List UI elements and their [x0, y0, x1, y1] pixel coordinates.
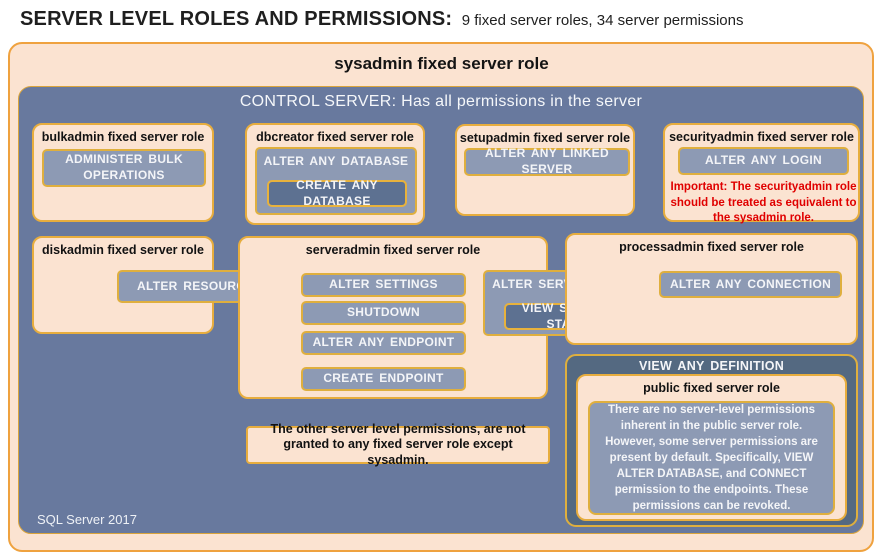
permission-alter-any-database-group: ALTER ANY DATABASE CREATE ANY DATABASE — [255, 147, 417, 215]
view-any-definition-box: VIEW ANY DEFINITION public fixed server … — [565, 354, 858, 527]
permission-alter-any-endpoint: ALTER ANY ENDPOINT — [301, 331, 466, 355]
processadmin-role-title: processadmin fixed server role — [619, 240, 804, 254]
permission-alter-any-database: ALTER ANY DATABASE — [263, 154, 409, 168]
diskadmin-role-title: diskadmin fixed server role — [42, 243, 204, 257]
serveradmin-role-title: serveradmin fixed server role — [305, 243, 481, 257]
permission-create-endpoint: CREATE ENDPOINT — [301, 367, 466, 391]
public-role-title: public fixed server role — [643, 381, 780, 395]
page-title-sub: 9 fixed server roles, 34 server permissi… — [461, 12, 744, 29]
page-title-main: SERVER LEVEL ROLES AND PERMISSIONS: — [20, 8, 453, 30]
setupadmin-role-box: setupadmin fixed server role ALTER ANY L… — [455, 124, 635, 216]
permission-administer-bulk-operations: ADMINISTER BULK OPERATIONS — [42, 149, 206, 187]
bulkadmin-role-box: bulkadmin fixed server role ADMINISTER B… — [32, 123, 214, 222]
permission-alter-any-login: ALTER ANY LOGIN — [678, 147, 849, 175]
dbcreator-role-title: dbcreator fixed server role — [256, 130, 414, 144]
sql-server-version-label: SQL Server 2017 — [37, 512, 137, 527]
other-permissions-note: The other server level permissions, are … — [246, 422, 550, 467]
sysadmin-role-label: sysadmin fixed server role — [334, 54, 549, 73]
bulkadmin-role-title: bulkadmin fixed server role — [41, 130, 205, 144]
public-role-box: public fixed server role There are no se… — [576, 374, 847, 521]
setupadmin-role-title: setupadmin fixed server role — [459, 131, 631, 145]
permission-alter-any-linked-server: ALTER ANY LINKED SERVER — [464, 146, 630, 176]
permission-alter-any-connection: ALTER ANY CONNECTION — [659, 271, 842, 298]
permission-shutdown: SHUTDOWN — [301, 301, 466, 325]
permission-create-any-database: CREATE ANY DATABASE — [267, 178, 407, 208]
securityadmin-warning-note: Important: The securityadmin role should… — [670, 181, 857, 225]
processadmin-role-box: processadmin fixed server role ALTER ANY… — [565, 233, 858, 345]
permission-view-any-definition: VIEW ANY DEFINITION — [638, 359, 785, 373]
page-title: SERVER LEVEL ROLES AND PERMISSIONS: 9 fi… — [20, 8, 865, 31]
securityadmin-role-box: securityadmin fixed server role ALTER AN… — [663, 123, 860, 224]
control-server-title: CONTROL SERVER: Has all permissions in t… — [239, 93, 643, 110]
public-role-note: There are no server-level permissions in… — [588, 401, 835, 515]
permission-alter-settings: ALTER SETTINGS — [301, 273, 466, 297]
securityadmin-role-title: securityadmin fixed server role — [669, 130, 854, 144]
dbcreator-role-box: dbcreator fixed server role ALTER ANY DA… — [245, 123, 425, 225]
